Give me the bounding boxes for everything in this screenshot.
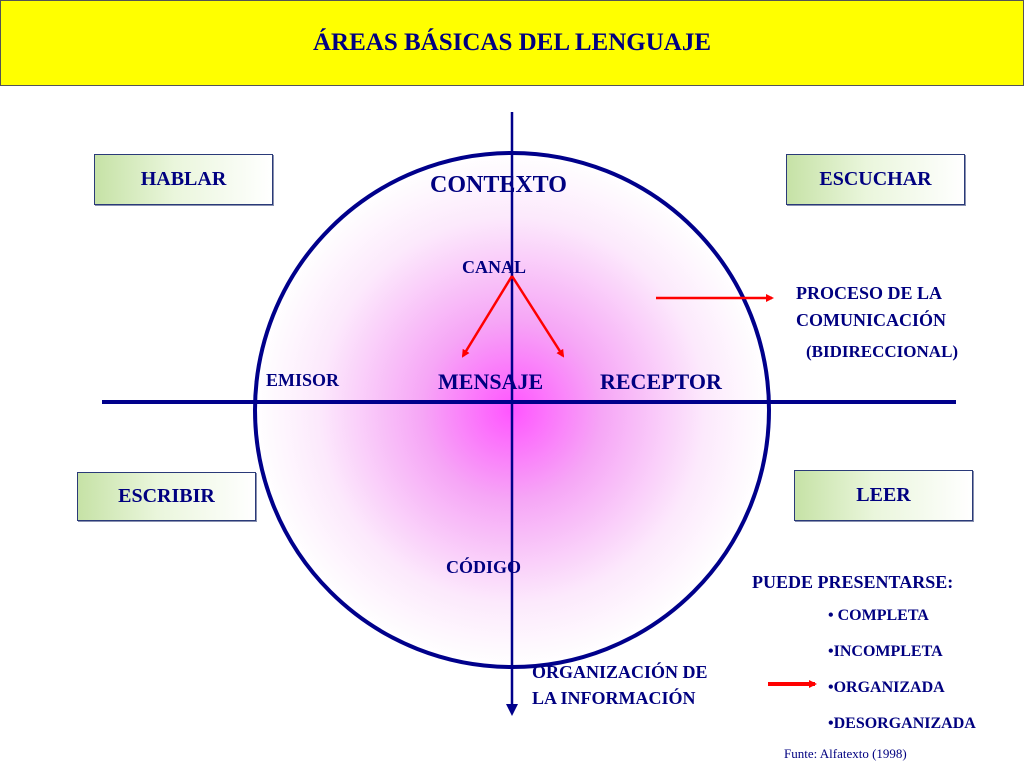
organization-line-2: LA INFORMACIÓN: [532, 688, 696, 708]
emisor-label: EMISOR: [266, 370, 340, 390]
canal-label: CANAL: [462, 257, 527, 277]
page-title: ÁREAS BÁSICAS DEL LENGUAJE: [312, 29, 712, 56]
title-bar: ÁREAS BÁSICAS DEL LENGUAJE: [0, 0, 1024, 86]
escribir-label: ESCRIBIR: [118, 485, 215, 507]
mensaje-label: MENSAJE: [438, 369, 544, 394]
escuchar-box: ESCUCHAR: [786, 154, 965, 205]
leer-box: LEER: [794, 470, 973, 521]
hablar-label: HABLAR: [140, 168, 227, 190]
escribir-box: ESCRIBIR: [77, 472, 256, 521]
source-credit: Funte: Alfatexto (1998): [784, 746, 907, 761]
organization-line-1: ORGANIZACIÓN DE: [532, 662, 708, 682]
hablar-box: HABLAR: [94, 154, 273, 205]
list-item: •INCOMPLETA: [828, 643, 943, 660]
presentation-list: • COMPLETA •INCOMPLETA •ORGANIZADA •DESO…: [828, 604, 976, 748]
process-line-3: (BIDIRECCIONAL): [806, 342, 959, 361]
list-item: •ORGANIZADA: [828, 679, 945, 696]
list-item: •DESORGANIZADA: [828, 715, 976, 732]
list-item: • COMPLETA: [828, 607, 929, 624]
codigo-label: CÓDIGO: [446, 557, 522, 577]
process-line-2: COMUNICACIÓN: [796, 310, 946, 330]
presentation-heading: PUEDE PRESENTARSE:: [752, 572, 954, 592]
process-line-1: PROCESO DE LA: [796, 283, 943, 303]
escuchar-label: ESCUCHAR: [819, 168, 932, 190]
leer-label: LEER: [856, 484, 911, 506]
canal-arrow-right: [510, 275, 565, 358]
vertical-axis-arrowhead: [506, 704, 518, 716]
receptor-label: RECEPTOR: [600, 369, 722, 394]
canal-arrow-left: [461, 275, 514, 358]
contexto-label: CONTEXTO: [430, 172, 567, 198]
